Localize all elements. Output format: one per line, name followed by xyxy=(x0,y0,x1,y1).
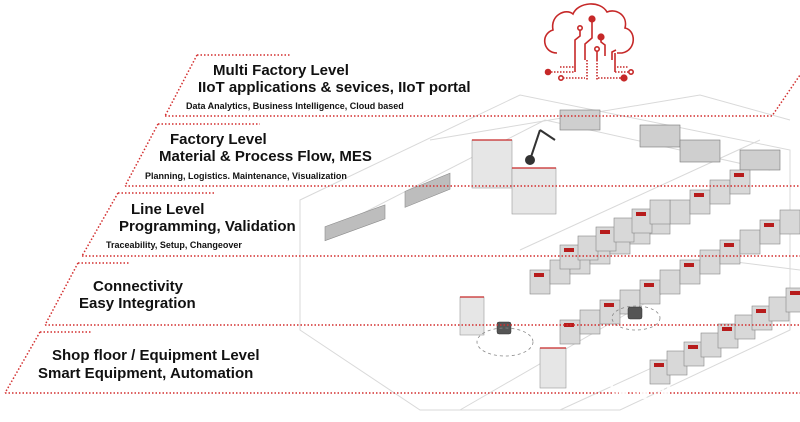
machine xyxy=(709,179,731,205)
level-2-details: Planning, Logistics. Maintenance, Visual… xyxy=(145,171,347,181)
level-1-name: Multi Factory Level xyxy=(213,62,349,79)
level-4-name: Connectivity xyxy=(93,278,184,295)
level-1-bottom xyxy=(165,74,800,117)
level-1-left xyxy=(164,54,198,117)
level-2-name: Factory Level xyxy=(170,131,267,148)
machine-accent xyxy=(564,323,574,327)
level-3-left xyxy=(81,192,119,257)
level-4-subtitle: Easy Integration xyxy=(79,295,196,312)
level-5-left xyxy=(4,331,41,394)
machine-accent xyxy=(734,173,744,177)
machine-accent xyxy=(636,212,646,216)
machine xyxy=(613,217,635,243)
machine xyxy=(779,209,800,235)
level-5-name: Shop floor / Equipment Level xyxy=(52,347,260,364)
machine-accent xyxy=(654,363,664,367)
level-5-subtitle: Smart Equipment, Automation xyxy=(38,365,254,382)
machine-accent xyxy=(600,230,610,234)
watermark: WWW. xyxy=(610,382,680,404)
machine xyxy=(739,229,761,255)
machine xyxy=(649,199,671,225)
machine xyxy=(577,235,599,261)
level-3-details: Traceability, Setup, Changeover xyxy=(106,240,242,250)
machine xyxy=(659,269,681,295)
machine-accent xyxy=(644,283,654,287)
machine-accent xyxy=(684,263,694,267)
level-4-left xyxy=(44,262,79,326)
machine-accent xyxy=(756,309,766,313)
machine xyxy=(669,199,691,225)
level-1-details: Data Analytics, Business Intelligence, C… xyxy=(186,101,404,111)
level-3-name: Line Level xyxy=(131,201,205,218)
level-separators xyxy=(4,54,800,394)
cloud-circuit-icon xyxy=(544,3,635,82)
machine-accent xyxy=(534,273,544,277)
level-2-subtitle: Material & Process Flow, MES xyxy=(159,148,372,165)
level-1-subtitle: IIoT applications & sevices, IIoT portal xyxy=(198,79,471,96)
machine-accent xyxy=(694,193,704,197)
machine-accent xyxy=(764,223,774,227)
machine-accent xyxy=(790,291,800,295)
machine xyxy=(699,249,721,275)
machine-accent xyxy=(604,303,614,307)
machine-accent xyxy=(724,243,734,247)
machine-accent xyxy=(564,248,574,252)
machine xyxy=(579,309,601,335)
equipment xyxy=(324,109,800,389)
level-2-left xyxy=(124,123,159,187)
machine-accent xyxy=(722,327,732,331)
machine-accent xyxy=(688,345,698,349)
level-3-subtitle: Programming, Validation xyxy=(119,218,296,235)
